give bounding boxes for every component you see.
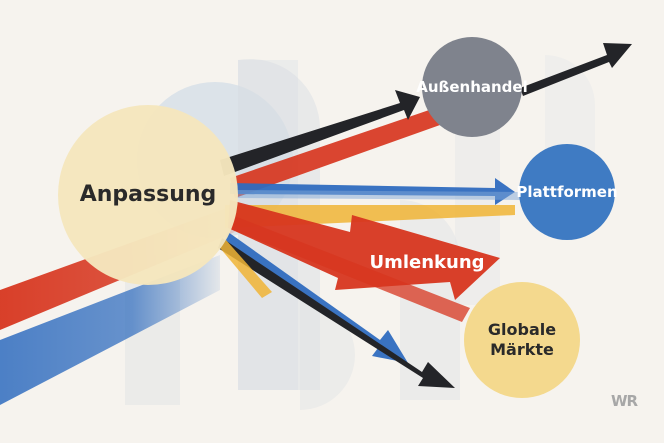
band-yellow-globale	[220, 240, 272, 298]
node-plattformen-circle	[519, 144, 615, 240]
arrow-red-umlenkung	[228, 200, 500, 300]
arrow-dark-aussenhandel	[220, 90, 420, 176]
watermark-logo: WR	[610, 391, 638, 410]
arrow-blue-globale	[224, 232, 408, 363]
node-umlenkung-label: Umlenkung	[369, 251, 485, 273]
node-aussenhandel-label: Außenhandel	[416, 77, 528, 96]
node-anpassung-circle	[58, 105, 238, 285]
band-red-globale	[228, 215, 470, 322]
band-lightblue-plattformen	[235, 190, 520, 200]
arrow-red-aussenhandel	[230, 108, 440, 198]
arrow-dark-topright	[520, 43, 632, 96]
node-globale-circle	[464, 282, 580, 398]
arrow-dark-bottom	[218, 238, 455, 388]
node-plattformen-label: Plattformen	[516, 182, 618, 201]
blue-band-left	[0, 255, 220, 405]
node-aussenhandel-circle	[422, 37, 522, 137]
bg-arc-4	[300, 300, 355, 410]
node-anpassung-label: Anpassung	[79, 182, 217, 208]
node-globale-label: Globale Märkte	[487, 320, 557, 359]
